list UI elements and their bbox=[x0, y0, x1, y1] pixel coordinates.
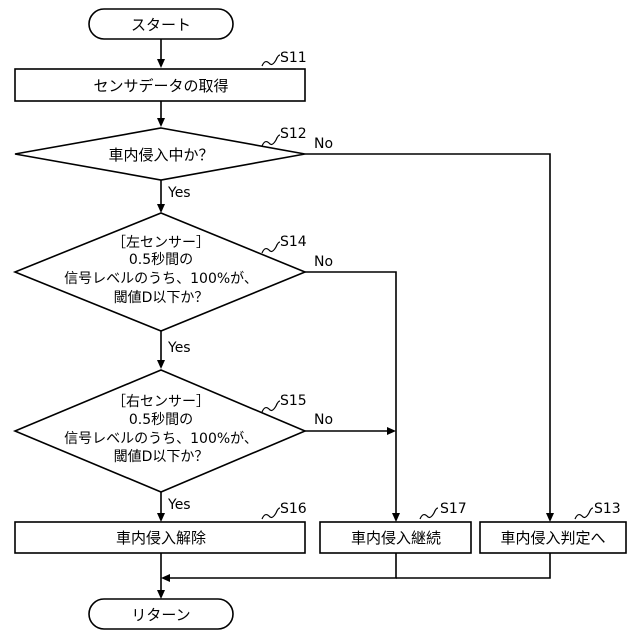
s11-label: センサデータの取得 bbox=[93, 77, 228, 95]
s16-step-id: S16 bbox=[280, 501, 307, 517]
s12-label: 車内侵入中か？ bbox=[108, 146, 213, 164]
step-s12-decision: 車内侵入中か？ bbox=[15, 128, 305, 180]
step-s17-process: 車内侵入継続 bbox=[320, 522, 471, 553]
s14-leader bbox=[262, 242, 280, 253]
s12-step-id: S12 bbox=[280, 126, 307, 142]
s11-step-id: S11 bbox=[280, 50, 307, 66]
step-s13-process: 車内侵入判定へ bbox=[480, 522, 626, 553]
s13-label: 車内侵入判定へ bbox=[500, 529, 605, 547]
step-s16-process: 車内侵入解除 bbox=[15, 522, 305, 553]
s13-leader bbox=[575, 508, 593, 519]
s16-label: 車内侵入解除 bbox=[116, 529, 206, 547]
step-s15-decision: ［右センサー］ 0.5秒間の 信号レベルのうち、100%が、 閾値D以下か？ bbox=[15, 370, 305, 492]
s15-line-3: 信号レベルのうち、100%が、 bbox=[64, 431, 258, 447]
s16-leader bbox=[262, 508, 280, 519]
s14-yes-label: Yes bbox=[167, 340, 191, 356]
step-s11-process: センサデータの取得 bbox=[15, 69, 305, 101]
start-terminal: スタート bbox=[89, 9, 233, 39]
s12-no-label: No bbox=[314, 136, 333, 152]
start-label: スタート bbox=[131, 16, 191, 34]
s14-no-label: No bbox=[314, 254, 333, 270]
s15-no-label: No bbox=[314, 412, 333, 428]
s15-yes-label: Yes bbox=[167, 497, 191, 513]
s17-leader bbox=[420, 508, 438, 519]
s15-line-4: 閾値D以下か？ bbox=[114, 449, 209, 465]
return-label: リターン bbox=[131, 606, 190, 624]
s12-yes-label: Yes bbox=[167, 185, 191, 201]
s14-line-3: 信号レベルのうち、100%が、 bbox=[64, 271, 258, 287]
s11-leader bbox=[262, 55, 280, 66]
return-terminal: リターン bbox=[89, 599, 233, 629]
s17-step-id: S17 bbox=[440, 501, 467, 517]
s15-leader bbox=[262, 401, 280, 412]
s14-line-1: ［左センサー］ bbox=[112, 235, 210, 251]
s12-leader bbox=[262, 135, 280, 146]
s17-label: 車内侵入継続 bbox=[351, 529, 441, 547]
s15-step-id: S15 bbox=[280, 393, 307, 409]
s14-line-4: 閾値D以下か？ bbox=[114, 290, 209, 306]
s15-line-1: ［右センサー］ bbox=[112, 394, 210, 410]
s14-line-2: 0.5秒間の bbox=[129, 252, 193, 268]
s15-line-2: 0.5秒間の bbox=[129, 412, 193, 428]
s14-step-id: S14 bbox=[280, 234, 307, 250]
s13-step-id: S13 bbox=[594, 501, 621, 517]
step-s14-decision: ［左センサー］ 0.5秒間の 信号レベルのうち、100%が、 閾値D以下か？ bbox=[15, 213, 305, 331]
